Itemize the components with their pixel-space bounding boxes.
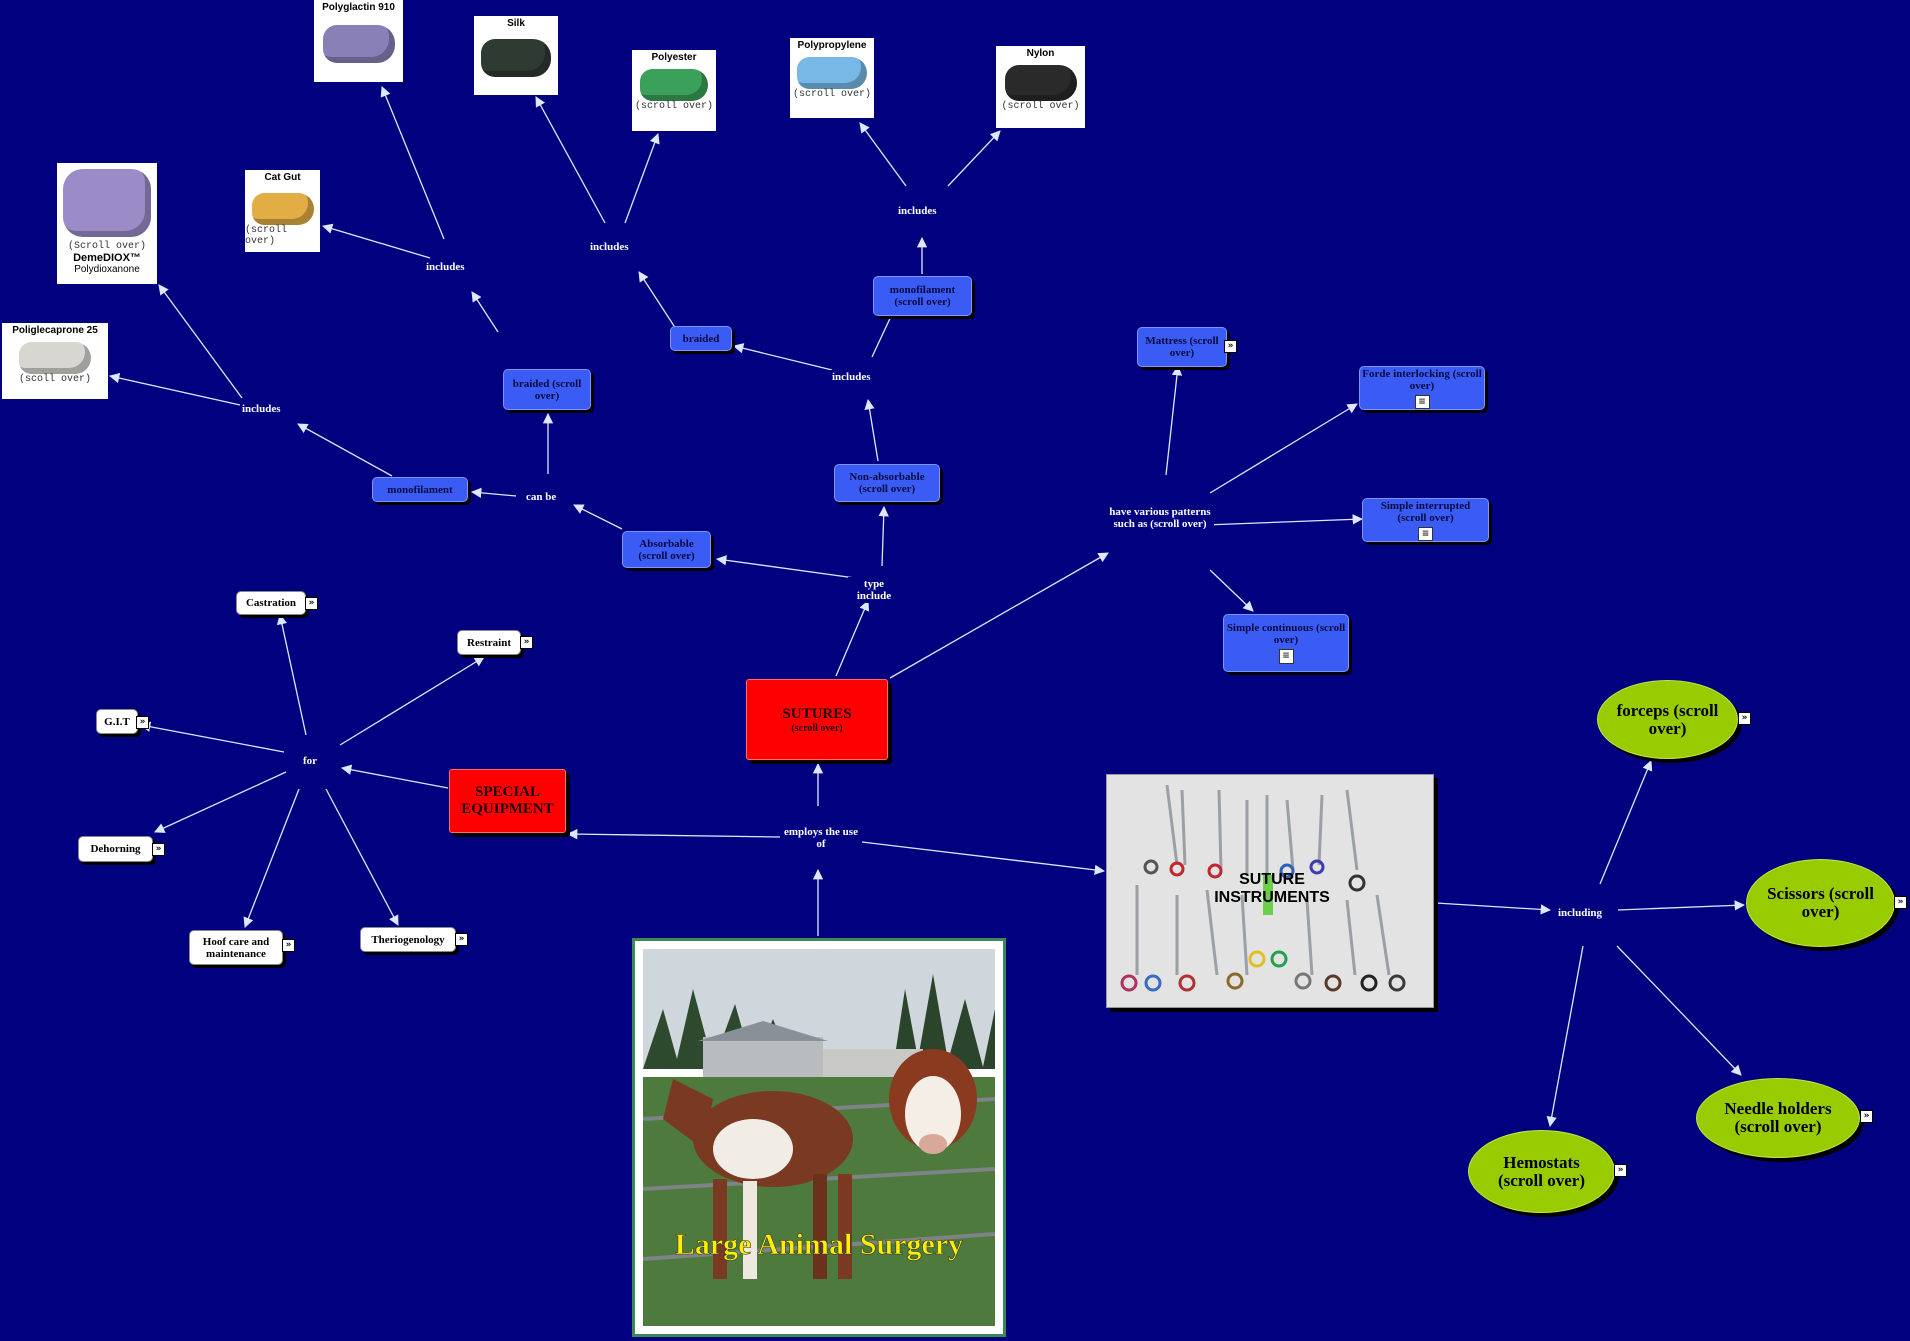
forde-interlocking-node[interactable]: Forde interlocking (scroll over) ≡ <box>1359 366 1485 410</box>
needle-holders-expand-icon[interactable]: » <box>1860 1110 1873 1123</box>
polydioxanone-image[interactable]: (Scroll over) DemeDIOX™ Polydioxanone <box>57 163 157 284</box>
simple-continuous-node[interactable]: Simple continuous (scroll over) ≡ <box>1223 614 1349 672</box>
polypropylene-spool-icon <box>797 57 867 89</box>
castration-node[interactable]: Castration <box>236 591 306 615</box>
git-node[interactable]: G.I.T <box>96 709 138 734</box>
silk-spool-icon <box>481 39 551 77</box>
cat-gut-image[interactable]: Cat Gut (scroll over) <box>245 170 320 252</box>
special-equipment-node[interactable]: SPECIAL EQUIPMENT <box>449 769 566 833</box>
nylon-image[interactable]: Nylon (scroll over) <box>996 46 1085 128</box>
hoof-care-node[interactable]: Hoof care and maintenance <box>189 930 283 965</box>
hoof-care-expand-icon[interactable]: » <box>282 939 295 952</box>
forceps-expand-icon[interactable]: » <box>1738 712 1751 725</box>
nylon-spool-icon <box>1004 65 1077 101</box>
cat-gut-spool-icon <box>251 193 314 225</box>
includes-label-5: includes <box>896 204 939 218</box>
monofilament-absorbable-node[interactable]: monofilament <box>372 477 468 502</box>
dehorning-node[interactable]: Dehorning <box>78 836 153 862</box>
type-include-label: type include <box>848 577 900 603</box>
hemostats-expand-icon[interactable]: » <box>1614 1164 1627 1177</box>
instruments-photo <box>1120 784 1406 992</box>
braided-absorbable-node[interactable]: braided (scroll over) <box>503 369 591 410</box>
includes-label-1: includes <box>240 402 283 416</box>
includes-label-2: includes <box>424 260 467 274</box>
polyester-spool-icon <box>640 69 708 101</box>
silk-image[interactable]: Silk <box>474 16 558 95</box>
polyglactin-910-image[interactable]: Polyglactin 910 <box>314 0 403 82</box>
castration-expand-icon[interactable]: » <box>305 597 318 610</box>
git-expand-icon[interactable]: » <box>136 716 149 729</box>
sutures-title: SUTURES <box>782 705 852 722</box>
mattress-expand-icon[interactable]: » <box>1224 340 1237 353</box>
mattress-node[interactable]: Mattress (scroll over) <box>1137 327 1227 367</box>
sutures-sub: (scroll over) <box>791 722 843 734</box>
employs-label: employs the use of <box>780 825 862 851</box>
dehorning-expand-icon[interactable]: » <box>152 843 165 856</box>
polydioxanone-spool-icon <box>63 169 151 237</box>
can-be-label: can be <box>524 490 559 504</box>
absorbable-node[interactable]: Absorbable (scroll over) <box>622 531 711 568</box>
polyester-image[interactable]: Polyester (scroll over) <box>632 50 716 131</box>
theriogenology-expand-icon[interactable]: » <box>455 933 468 946</box>
poliglecaprone-25-image[interactable]: Poliglecaprone 25 (scoll over) <box>2 323 108 399</box>
monofilament-nonabsorbable-node[interactable]: monofilament (scroll over) <box>873 276 972 316</box>
polypropylene-image[interactable]: Polypropylene (scroll over) <box>790 38 874 118</box>
non-absorbable-node[interactable]: Non-absorbable (scroll over) <box>834 464 940 502</box>
includes-label-4: includes <box>588 240 631 254</box>
for-label: for <box>301 754 320 768</box>
patterns-label: have various patterns such as (scroll ov… <box>1106 505 1214 531</box>
forceps-node[interactable]: forceps (scroll over) <box>1597 680 1738 759</box>
farm-photo: Large Animal Surgery <box>643 949 995 1326</box>
document-icon[interactable]: ≡ <box>1278 649 1294 664</box>
poliglecaprone-spool-icon <box>19 342 91 374</box>
hemostats-node[interactable]: Hemostats (scroll over) <box>1468 1130 1615 1213</box>
includes-label-3: includes <box>830 370 873 384</box>
polyglactin-spool-icon <box>322 25 395 63</box>
document-icon[interactable]: ≡ <box>1414 394 1430 409</box>
suture-instruments-image[interactable]: SUTURE INSTRUMENTS <box>1106 774 1434 1008</box>
image-caption: Large Animal Surgery <box>675 1228 963 1261</box>
theriogenology-node[interactable]: Theriogenology <box>360 927 456 952</box>
restraint-node[interactable]: Restraint <box>457 630 521 655</box>
scissors-expand-icon[interactable]: » <box>1894 896 1907 909</box>
restraint-expand-icon[interactable]: » <box>520 636 533 649</box>
document-icon[interactable]: ≡ <box>1418 526 1433 541</box>
needle-holders-node[interactable]: Needle holders (scroll over) <box>1696 1078 1860 1158</box>
scissors-node[interactable]: Scissors (scroll over) <box>1746 859 1895 947</box>
simple-interrupted-node[interactable]: Simple interrupted (scroll over) ≡ <box>1362 498 1489 542</box>
instruments-title: SUTURE INSTRUMENTS <box>1214 871 1330 906</box>
sutures-node[interactable]: SUTURES (scroll over) <box>746 679 888 760</box>
braided-nonabsorbable-node[interactable]: braided <box>670 326 732 351</box>
large-animal-surgery-image[interactable]: Large Animal Surgery <box>632 938 1006 1337</box>
including-label: including <box>1556 906 1605 920</box>
